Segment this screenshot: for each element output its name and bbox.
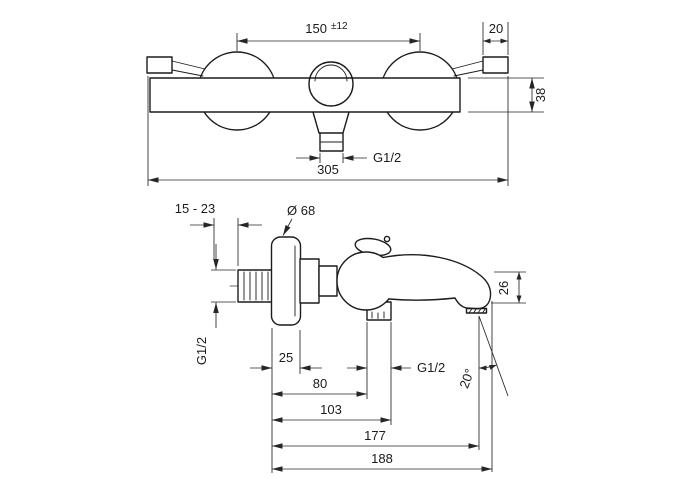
spout-angle-line [478, 315, 509, 397]
dim-union-width-label: 20 [489, 21, 503, 36]
escutcheon-diameter-label: Ø 68 [287, 203, 315, 218]
dim-wall-adjustment: 15 - 23 [175, 201, 262, 266]
dim-inlet-thread: G1/2 [194, 244, 236, 365]
dim-outlet-thread-label: G1/2 [373, 150, 401, 165]
dim-center-distance: 150 ±12 [236, 21, 421, 51]
dim-spout-reach: 177 [272, 428, 479, 449]
mixer-bar-body [149, 77, 461, 113]
right-union-pipe [451, 60, 484, 77]
dim-hose-depth-label: 103 [320, 402, 342, 417]
front-view-dimensions: 150 ±12 20 38 G1/2 305 [147, 21, 548, 186]
escutcheon-side [270, 236, 302, 326]
dim-union-width: 20 [482, 21, 509, 55]
dim-body-depth-label: 80 [313, 376, 327, 391]
bath-spout [382, 254, 492, 310]
dim-outlet-height-label: 26 [496, 281, 511, 295]
dim-overall-depth: 188 [272, 451, 492, 472]
dim-outlet-thread: G1/2 [296, 150, 401, 165]
handle-button [383, 235, 391, 243]
dim-hose-thread-label: G1/2 [417, 360, 445, 375]
outlet-boss-inner-arc [314, 64, 348, 82]
dim-center-distance-tolerance-label: ±12 [331, 21, 348, 32]
inlet-nipple [237, 269, 273, 303]
dim-body-height-label: 38 [533, 88, 548, 102]
dim-escutcheon-depth-label: 25 [279, 350, 293, 365]
side-view [229, 235, 492, 326]
dim-spout-angle: 20° [456, 315, 509, 397]
right-s-union [482, 56, 509, 74]
dim-escutcheon-depth: 25 [250, 350, 322, 371]
dim-spout-angle-label: 20° [456, 367, 477, 391]
outlet-boss [308, 61, 354, 107]
dim-overall-depth-label: 188 [371, 451, 393, 466]
label-escutcheon-diameter: Ø 68 [282, 203, 315, 236]
body-step-2 [318, 265, 338, 297]
front-view [146, 51, 509, 152]
aerator-hatch [468, 308, 486, 314]
dim-spout-reach-label: 177 [364, 428, 386, 443]
dim-hose-thread: G1/2 [347, 360, 445, 375]
extension-lines [271, 301, 493, 473]
side-view-dimensions: 15 - 23 Ø 68 G1/2 26 25 G1/2 [175, 201, 526, 473]
hose-thread-hatch [371, 311, 385, 319]
left-s-union [146, 56, 173, 74]
left-union-pipe [171, 60, 206, 77]
dim-outlet-height: 26 [491, 271, 526, 304]
dim-wall-adjustment-label: 15 - 23 [175, 201, 215, 216]
dim-center-distance-label: 150 [305, 21, 327, 36]
dim-body-depth: 80 [272, 376, 367, 397]
dim-hose-depth: 103 [272, 402, 391, 423]
spout-angle-arc [478, 364, 497, 371]
dim-overall-width: 305 [147, 76, 509, 186]
outlet-connector [312, 111, 350, 152]
body-step-1 [299, 258, 320, 304]
dim-inlet-thread-label: G1/2 [194, 337, 209, 365]
inlet-thread-hatch [243, 271, 269, 301]
dim-overall-width-label: 305 [317, 162, 339, 177]
dim-body-height: 38 [468, 77, 548, 113]
